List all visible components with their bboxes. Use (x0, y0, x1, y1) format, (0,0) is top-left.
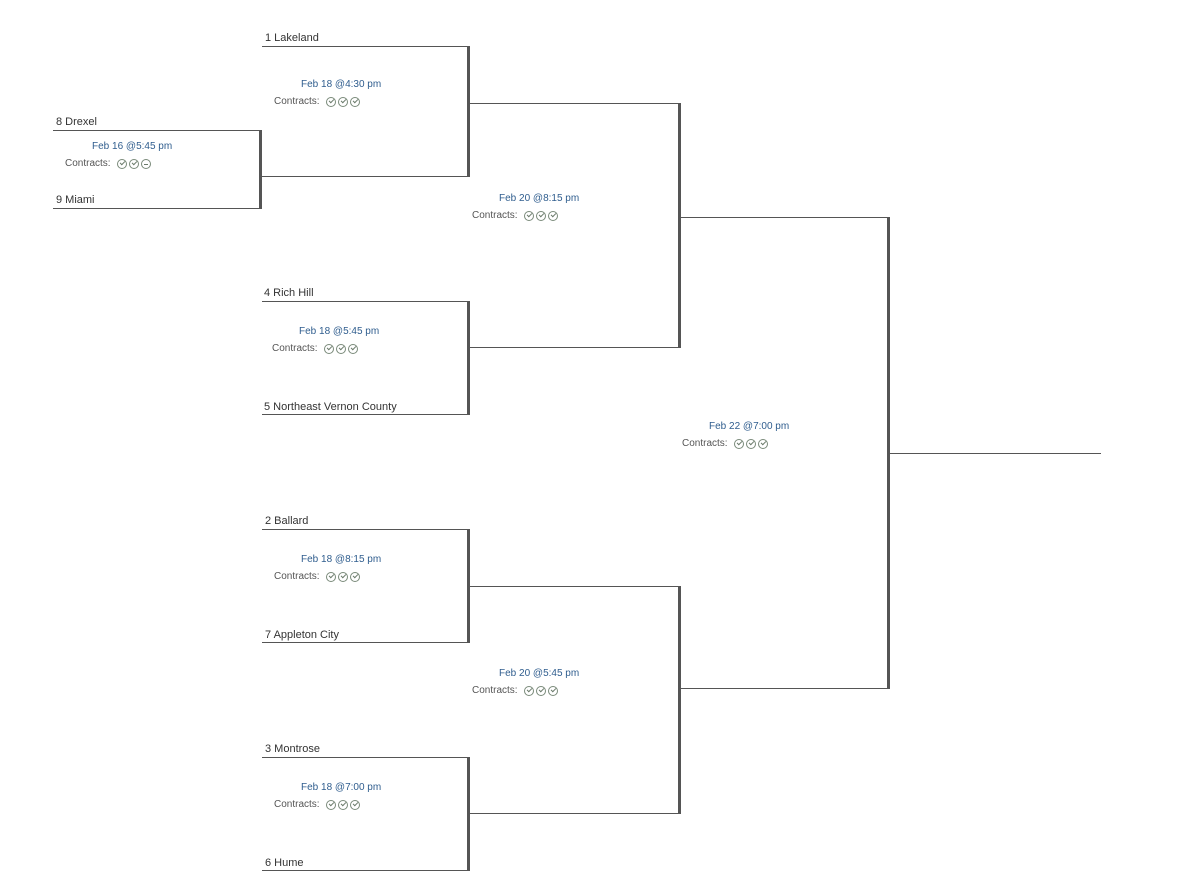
check-circle-icon (325, 800, 336, 810)
contracts-status: Contracts: (274, 571, 362, 583)
bracket-line (262, 301, 470, 302)
check-circle-icon (349, 800, 360, 810)
bracket-line (470, 813, 681, 814)
team-name[interactable]: 2 Ballard (265, 515, 309, 527)
check-circle-icon (523, 211, 534, 221)
bracket-line (681, 688, 890, 689)
contracts-status: Contracts: (65, 158, 153, 170)
check-circle-icon (745, 439, 756, 449)
bracket-line (259, 130, 262, 209)
bracket-line (467, 301, 470, 415)
bracket-line (262, 870, 470, 871)
bracket-line (470, 103, 681, 104)
check-circle-icon (535, 211, 546, 221)
check-circle-icon (349, 572, 360, 582)
bracket-line (678, 586, 681, 814)
team-name[interactable]: 5 Northeast Vernon County (264, 401, 397, 413)
check-circle-icon (325, 97, 336, 107)
bracket-line (681, 217, 890, 218)
check-circle-icon (349, 97, 360, 107)
game-date[interactable]: Feb 20 @5:45 pm (499, 668, 580, 679)
contracts-label: Contracts: (272, 343, 318, 354)
check-circle-icon (337, 800, 348, 810)
bracket-line (262, 757, 470, 758)
contracts-status: Contracts: (472, 210, 560, 222)
bracket-line (467, 46, 470, 177)
contracts-label: Contracts: (274, 799, 320, 810)
contracts-status: Contracts: (274, 799, 362, 811)
team-name[interactable]: 8 Drexel (56, 116, 97, 128)
contracts-status: Contracts: (472, 685, 560, 697)
bracket-line (53, 130, 262, 131)
bracket-line (53, 208, 262, 209)
check-circle-icon (523, 686, 534, 696)
contracts-status: Contracts: (274, 96, 362, 108)
contracts-label: Contracts: (274, 571, 320, 582)
check-circle-icon (337, 97, 348, 107)
bracket-line (262, 176, 470, 177)
game-date[interactable]: Feb 18 @5:45 pm (299, 326, 380, 337)
contracts-label: Contracts: (682, 438, 728, 449)
bracket-line (470, 586, 681, 587)
team-name[interactable]: 6 Hume (265, 857, 304, 869)
team-name[interactable]: 4 Rich Hill (264, 287, 314, 299)
bracket-line (467, 529, 470, 643)
dash-circle-icon (140, 159, 151, 169)
check-circle-icon (335, 344, 346, 354)
game-date[interactable]: Feb 18 @4:30 pm (301, 79, 382, 90)
check-circle-icon (547, 211, 558, 221)
bracket-line (467, 757, 470, 871)
team-name[interactable]: 3 Montrose (265, 743, 321, 755)
team-name[interactable]: 1 Lakeland (265, 32, 319, 44)
check-circle-icon (323, 344, 334, 354)
contracts-label: Contracts: (472, 685, 518, 696)
contracts-label: Contracts: (65, 158, 111, 169)
check-circle-icon (325, 572, 336, 582)
contracts-label: Contracts: (472, 210, 518, 221)
check-circle-icon (547, 686, 558, 696)
contracts-status: Contracts: (272, 343, 360, 355)
game-date[interactable]: Feb 18 @8:15 pm (301, 554, 382, 565)
team-name[interactable]: 9 Miami (56, 194, 95, 206)
game-date[interactable]: Feb 20 @8:15 pm (499, 193, 580, 204)
check-circle-icon (347, 344, 358, 354)
check-circle-icon (116, 159, 127, 169)
team-name[interactable]: 7 Appleton City (265, 629, 339, 641)
game-date[interactable]: Feb 18 @7:00 pm (301, 782, 382, 793)
check-circle-icon (128, 159, 139, 169)
bracket-line (678, 103, 681, 348)
bracket-line (262, 642, 470, 643)
champion-line (890, 453, 1101, 454)
bracket-line (262, 529, 470, 530)
check-circle-icon (757, 439, 768, 449)
check-circle-icon (337, 572, 348, 582)
check-circle-icon (733, 439, 744, 449)
bracket-line (887, 217, 890, 689)
game-date[interactable]: Feb 16 @5:45 pm (92, 141, 173, 152)
contracts-status: Contracts: (682, 438, 770, 450)
bracket-line (470, 347, 681, 348)
bracket-line (262, 414, 470, 415)
game-date[interactable]: Feb 22 @7:00 pm (709, 421, 790, 432)
bracket-line (262, 46, 470, 47)
contracts-label: Contracts: (274, 96, 320, 107)
check-circle-icon (535, 686, 546, 696)
